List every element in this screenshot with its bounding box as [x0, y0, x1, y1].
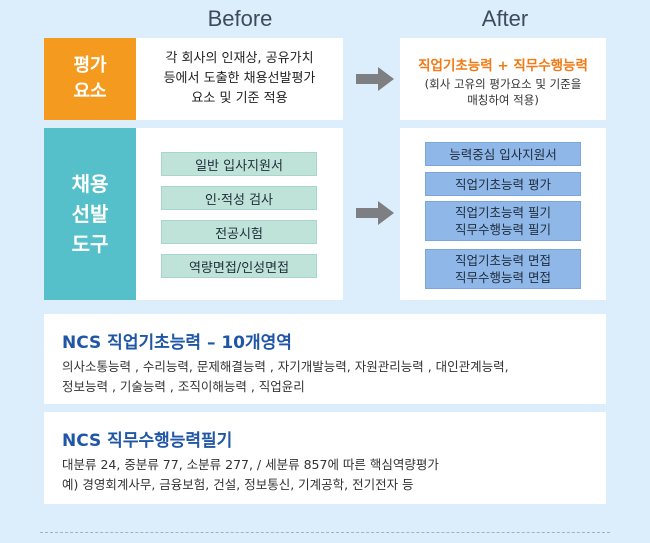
right-arrow-icon [356, 201, 394, 225]
after-header: After [481, 6, 529, 31]
right-arrow-icon [356, 67, 394, 91]
ncs-basic-title: NCS 직업기초능력 – 10개영역 [62, 333, 292, 353]
tools-label-box: 채용 선발 도구 [44, 128, 136, 300]
eval-after-title: 직업기초능력 + 직무수행능력 [418, 58, 588, 74]
ncs-job-body: 대분류 24, 중분류 77, 소분류 277, / 세분류 857에 따른 핵… [62, 457, 439, 492]
tool-before-3: 전공시험 [161, 220, 317, 244]
tool-before-1: 일반 입사지원서 [161, 152, 317, 176]
ncs-basic-panel: NCS 직업기초능력 – 10개영역 의사소통능력 , 수리능력, 문제해결능력… [44, 314, 606, 404]
eval-before-panel: 각 회사의 인재상, 공유가치 등에서 도출한 채용선발평가 요소 및 기준 적… [136, 38, 343, 120]
tool-after-2: 직업기초능력 평가 [425, 172, 581, 196]
before-header: Before [207, 6, 273, 31]
tool-before-4: 역량면접/인성면접 [161, 254, 317, 278]
eval-label: 평가 요소 [73, 55, 107, 102]
eval-before-text: 각 회사의 인재상, 공유가치 등에서 도출한 채용선발평가 요소 및 기준 적… [163, 51, 316, 106]
ncs-job-title: NCS 직무수행능력필기 [62, 431, 233, 451]
eval-after-sub: (회사 고유의 평가요소 및 기준을 매칭하여 적용) [424, 77, 582, 107]
ncs-job-panel: NCS 직무수행능력필기 대분류 24, 중분류 77, 소분류 277, / … [44, 412, 606, 504]
tool-after-4: 직업기초능력 면접 직무수행능력 면접 [425, 249, 581, 289]
eval-after-panel: 직업기초능력 + 직무수행능력 (회사 고유의 평가요소 및 기준을 매칭하여 … [400, 38, 606, 120]
ncs-basic-body: 의사소통능력 , 수리능력, 문제해결능력 , 자기개발능력, 자원관리능력 ,… [62, 359, 509, 394]
divider [40, 532, 610, 533]
eval-label-box: 평가 요소 [44, 38, 136, 120]
tools-label: 채용 선발 도구 [71, 172, 109, 256]
tool-after-1: 능력중심 입사지원서 [425, 142, 581, 166]
tool-before-2: 인·적성 검사 [161, 186, 317, 210]
tool-after-3: 직업기초능력 필기 직무수행능력 필기 [425, 201, 581, 241]
